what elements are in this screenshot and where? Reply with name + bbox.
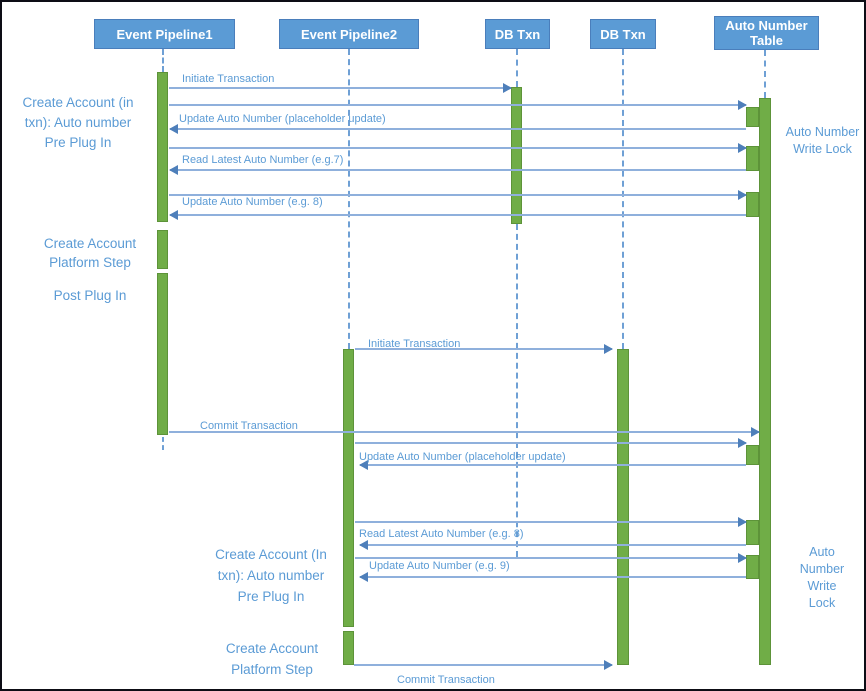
lifeline-db-txn-1 [516,224,518,557]
lifeline-auto-number-table [764,50,766,98]
activation-db-txn-1 [511,87,522,224]
lifeline-event-pipeline1 [162,437,164,450]
arrow-update-number-request-1 [169,190,747,200]
annotation-write-lock-1: Auto Number Write Lock [785,125,860,156]
arrow-update-number-request-2 [355,553,747,563]
activation-pipeline1-platform-step [157,230,168,269]
annotation-platform-step-2: Create Account Platform Step [225,641,319,677]
arrow-update-placeholder-request-1 [169,100,747,110]
arrow-update-number-return-2 [359,572,746,582]
arrow-read-latest-return-2 [359,540,746,550]
message-label-update-placeholder-1: Update Auto Number (placeholder update) [179,113,386,125]
message-label-update-placeholder-2: Update Auto Number (placeholder update) [359,451,566,463]
write-lock-bar [746,445,759,465]
write-lock-bar [746,555,759,579]
activation-db-txn-2 [617,349,629,665]
actor-auto-number-table: Auto Number Table [714,16,819,50]
message-label-update-number-2: Update Auto Number (e.g. 9) [369,560,510,572]
arrow-initiate-transaction-2 [355,344,613,354]
write-lock-bar [746,192,759,217]
arrow-read-latest-request-1 [169,143,747,153]
actor-event-pipeline2: Event Pipeline2 [279,19,419,49]
arrow-initiate-transaction-1 [169,83,512,93]
arrow-update-placeholder-return-1 [169,124,746,134]
message-label-initiate-transaction-1: Initiate Transaction [182,73,275,85]
message-label-commit-transaction-2: Commit Transaction [397,674,495,686]
annotation-pre-plugin-1: Create Account (in txn): Auto number Pre… [22,95,134,150]
activation-pipeline2-main [343,349,354,627]
actor-db-txn-2: DB Txn [590,19,656,49]
activation-pipeline1-post-plugin [157,273,168,435]
lifeline-db-txn-1 [516,49,518,87]
activation-pipeline1-pre-plugin [157,72,168,222]
actor-event-pipeline1: Event Pipeline1 [94,19,235,49]
message-label-read-latest-2: Read Latest Auto Number (e.g. 8) [359,528,524,540]
message-label-initiate-transaction-2: Initiate Transaction [368,338,461,350]
activation-pipeline2-platform-step [343,631,354,665]
arrow-commit-transaction-2 [354,660,613,670]
lifeline-event-pipeline2 [348,49,350,349]
write-lock-bar [746,107,759,127]
actor-db-txn-1: DB Txn [485,19,550,49]
message-label-commit-transaction-1: Commit Transaction [200,420,298,432]
annotation-pre-plugin-2: Create Account (In txn): Auto number Pre… [215,547,327,604]
message-label-read-latest-1: Read Latest Auto Number (e.g.7) [182,154,344,166]
write-lock-bar [746,520,759,545]
arrow-read-latest-return-1 [169,165,746,175]
arrow-update-number-return-1 [169,210,746,220]
activation-auto-number-table [759,98,771,665]
annotation-write-lock-2: Auto Number Write Lock [799,545,845,610]
arrow-update-placeholder-return-2 [359,460,746,470]
arrow-commit-transaction-1 [169,427,760,437]
arrow-read-latest-request-2 [355,517,747,527]
lifeline-db-txn-2 [622,49,624,349]
annotation-post-plugin: Post Plug In [53,288,127,303]
message-label-update-number-1: Update Auto Number (e.g. 8) [182,196,323,208]
lifeline-event-pipeline1 [162,49,164,72]
arrow-update-placeholder-request-2 [355,438,747,448]
write-lock-bar [746,146,759,171]
annotation-platform-step-1: Create Account Platform Step [43,236,137,270]
